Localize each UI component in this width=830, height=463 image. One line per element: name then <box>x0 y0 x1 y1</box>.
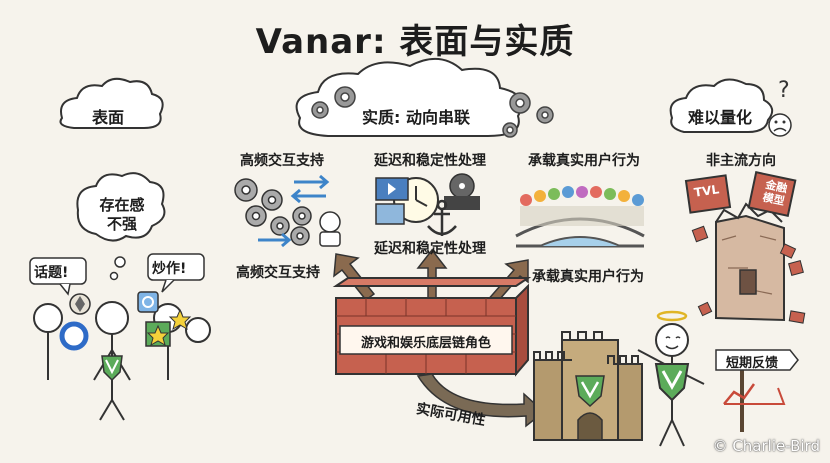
signpost <box>715 349 799 432</box>
finance-model-block <box>747 171 797 217</box>
vanar-shield-icon <box>101 355 123 382</box>
surface-cloud-label: 表面 <box>92 108 125 127</box>
substance-cloud <box>295 58 523 137</box>
surface-cloud <box>59 77 164 129</box>
wall-label: 游戏和娱乐底层链角色 <box>360 336 491 351</box>
vanar-shield-icon <box>575 375 605 408</box>
speech-left-text: 话题! <box>34 265 69 281</box>
tvl-block <box>684 174 732 214</box>
baby-robot-icon <box>319 211 341 247</box>
speech-bubble-left <box>29 257 87 296</box>
hard-to-quantify-cloud-label: 难以量化 <box>688 108 753 127</box>
substance-cloud-label: 实质: 动向串联 <box>362 108 470 127</box>
feature-latency-stability-top: 延迟和稳定性处理 <box>374 153 486 169</box>
feature-latency-stability-bottom: 延迟和稳定性处理 <box>374 241 486 257</box>
thought-bubble <box>76 172 166 281</box>
thought-bubble-text: 存在感 不强 <box>99 196 145 233</box>
gears-cluster-icon <box>234 178 312 246</box>
speech-bubble-right <box>147 253 205 293</box>
feature-high-frequency-top: 高频交互支持 <box>240 153 324 169</box>
crumbling-tower <box>715 202 785 322</box>
feature-real-users-top: 承载真实用户行为 <box>528 153 640 169</box>
refresh-icon <box>137 291 159 313</box>
castle <box>533 331 643 441</box>
mainstream-subtitle: 非主流方向 <box>706 153 776 169</box>
falling-bricks <box>691 225 806 324</box>
anchor-icon <box>427 199 457 236</box>
bridge-crowd-icon <box>515 186 645 248</box>
sad-face-icon: ? <box>768 78 792 137</box>
feature-high-frequency-bottom: 高频交互支持 <box>236 265 320 281</box>
gear-icon <box>311 86 554 138</box>
page-title: Vanar: 表面与实质 <box>255 22 575 62</box>
exchange-arrows-icon <box>258 174 330 248</box>
feature-real-users-bottom: 承载真实用户行为 <box>532 269 644 285</box>
speech-right-text: 炒作! <box>152 261 187 277</box>
hard-to-quantify-cloud <box>669 78 774 133</box>
film-reel-icon <box>444 173 480 210</box>
curved-arrow <box>416 373 546 428</box>
star-icon <box>145 308 192 347</box>
signpost-label: 短期反馈 <box>726 356 779 371</box>
vanar-shield-icon <box>654 363 690 402</box>
blue-ring-icon <box>59 321 89 351</box>
ethereum-icon <box>69 293 91 315</box>
watermark: © Charlie-Bird <box>712 437 820 455</box>
svg-text:?: ? <box>778 78 790 103</box>
brick-wall <box>332 277 532 377</box>
film-strip-icon <box>375 177 409 225</box>
